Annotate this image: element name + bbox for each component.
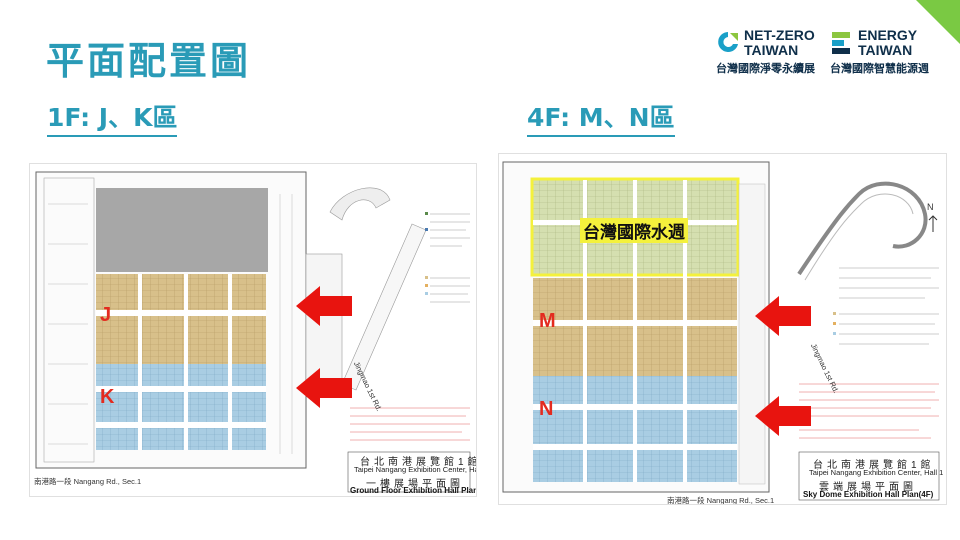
energy-subtitle: 台灣國際智慧能源週 bbox=[830, 62, 929, 75]
north-indicator: N bbox=[927, 202, 934, 212]
netzero-subtitle: 台灣國際淨零永續展 bbox=[716, 62, 815, 75]
zone-k-label: K bbox=[100, 386, 115, 408]
energy-line2: TAIWAN bbox=[858, 42, 913, 58]
floor-plan-4f-drawing bbox=[502, 161, 940, 501]
floor-plan-4f: 台灣國際水週 M N N 南港路一段 Nangang Rd., Sec.1 Ji… bbox=[498, 153, 947, 505]
hall-name-en-4f: Taipei Nangang Exhibition Center, Hall 1 bbox=[809, 468, 944, 477]
corner-decoration bbox=[916, 0, 960, 44]
net-zero-leaf-icon bbox=[718, 32, 738, 52]
hall-name-en-1f: Taipei Nangang Exhibition Center, Hall 1 bbox=[354, 465, 477, 474]
energy-line1: ENERGY bbox=[858, 27, 918, 43]
zone-m-label: M bbox=[539, 310, 556, 332]
zone-j-label: J bbox=[100, 304, 112, 326]
zone-n-label: N bbox=[539, 398, 554, 420]
section-heading-4f: 4F: M、N區 bbox=[527, 98, 675, 137]
energy-e-icon bbox=[832, 32, 850, 54]
hall-name-zh-1f: 台北南港展覽館1館 bbox=[360, 457, 477, 468]
floor-plan-1f-drawing bbox=[35, 171, 471, 493]
plan-title-en-1f: Ground Floor Exhibition Hall Plan(1F) bbox=[350, 486, 477, 495]
section-heading-1f: 1F: J、K區 bbox=[47, 98, 178, 137]
road-label-1f: 南港路一段 Nangang Rd., Sec.1 bbox=[34, 477, 142, 486]
page-title: 平面配置圖 bbox=[46, 39, 252, 83]
hall-name-zh-4f: 台北南港展覽館1館 bbox=[813, 460, 935, 471]
netzero-line2: TAIWAN bbox=[744, 42, 799, 58]
water-week-zone-label: 台灣國際水週 bbox=[580, 218, 688, 243]
plan-title-zh-4f: 雲端展場平面圖 bbox=[819, 482, 917, 493]
road-label-4f: 南港路一段 Nangang Rd., Sec.1 bbox=[667, 496, 775, 505]
plan-title-zh-1f: 一樓展場平面圖 bbox=[366, 479, 464, 490]
plan-title-en-4f: Sky Dome Exhibition Hall Plan(4F) bbox=[803, 490, 934, 499]
netzero-line1: NET-ZERO bbox=[744, 27, 815, 43]
floor-plan-1f: J K 南港路一段 Nangang Rd., Sec.1 Jingmao 1st… bbox=[29, 163, 477, 497]
